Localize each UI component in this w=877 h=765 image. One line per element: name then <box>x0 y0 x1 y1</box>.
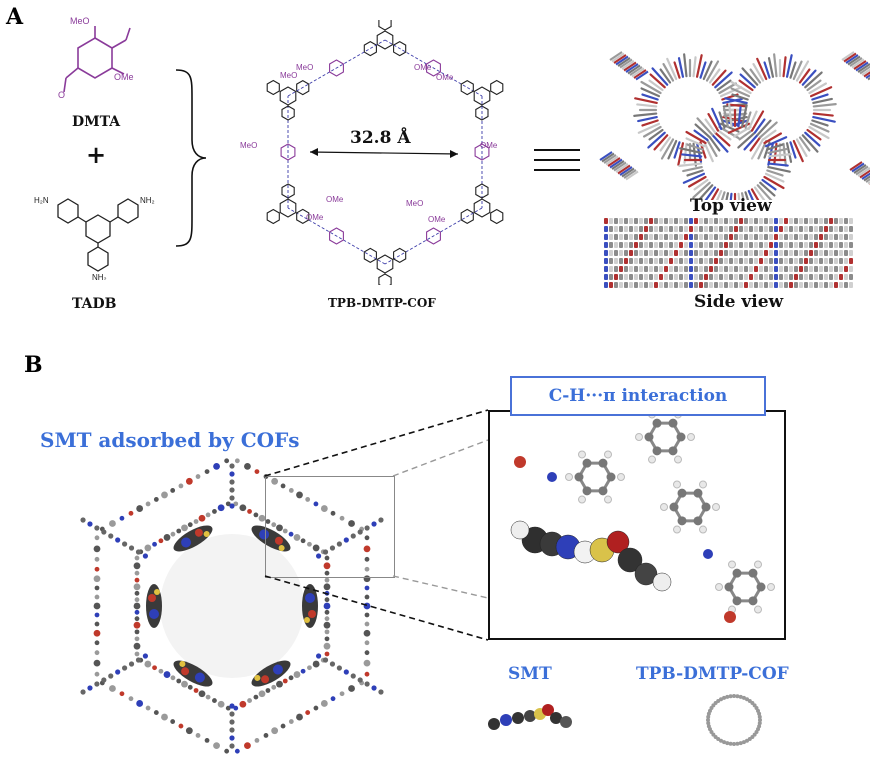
dmta-structure: MeO OMe O <box>58 16 134 100</box>
cof-ring-structure: MeO MeO OMe OMe MeO OMe OMe OMe MeO OMe <box>240 20 504 285</box>
panel-b-title: SMT adsorbed by COFs <box>40 428 300 452</box>
legend-cof-icon <box>706 694 762 746</box>
tadb-structure: H₂N NH₂ NH₂ <box>34 196 155 280</box>
plus-sign: + <box>86 140 107 169</box>
dmta-meo-top: MeO <box>70 16 90 26</box>
curly-brace <box>175 69 207 247</box>
tadb-nh2-bottom: NH₂ <box>92 273 107 280</box>
svg-text:OMe: OMe <box>428 215 446 224</box>
cof-label-a: TPB-DMTP-COF <box>328 296 436 310</box>
svg-text:OMe: OMe <box>436 73 454 82</box>
top-view-label: Top view <box>690 196 772 216</box>
interaction-callout: C-H···π interaction <box>510 376 766 416</box>
top-view-model <box>599 51 870 200</box>
legend-smt-label: SMT <box>508 664 552 684</box>
panel-a-letter: A <box>6 4 24 30</box>
legend-cof-label: TPB-DMTP-COF <box>636 664 789 684</box>
side-view-label: Side view <box>694 292 784 312</box>
pore-arrow <box>309 151 459 155</box>
dmta-ome-bottom: OMe <box>114 72 134 82</box>
svg-text:OMe: OMe <box>326 195 344 204</box>
svg-text:OMe: OMe <box>306 213 324 222</box>
cof-adsorption-model <box>80 458 384 754</box>
zoom-molecule-detail <box>510 410 775 623</box>
svg-text:OMe: OMe <box>414 63 432 72</box>
svg-text:OMe: OMe <box>480 141 498 150</box>
zoom-panel <box>488 410 786 640</box>
zoom-selection-box <box>265 476 395 578</box>
side-view-model <box>604 218 853 288</box>
svg-text:O: O <box>58 90 65 100</box>
svg-text:MeO: MeO <box>406 199 423 208</box>
svg-text:MeO: MeO <box>296 63 313 72</box>
tadb-h2n: H₂N <box>34 196 49 205</box>
pore-size-label: 32.8 Å <box>350 128 411 148</box>
legend-smt-icon <box>488 704 572 730</box>
dmta-label: DMTA <box>72 114 121 130</box>
svg-text:MeO: MeO <box>280 71 297 80</box>
svg-text:MeO: MeO <box>240 141 257 150</box>
equivalence-sign <box>534 149 580 171</box>
tadb-nh2-right: NH₂ <box>140 196 155 205</box>
panel-b-letter: B <box>24 352 43 378</box>
tadb-label: TADB <box>72 296 117 312</box>
